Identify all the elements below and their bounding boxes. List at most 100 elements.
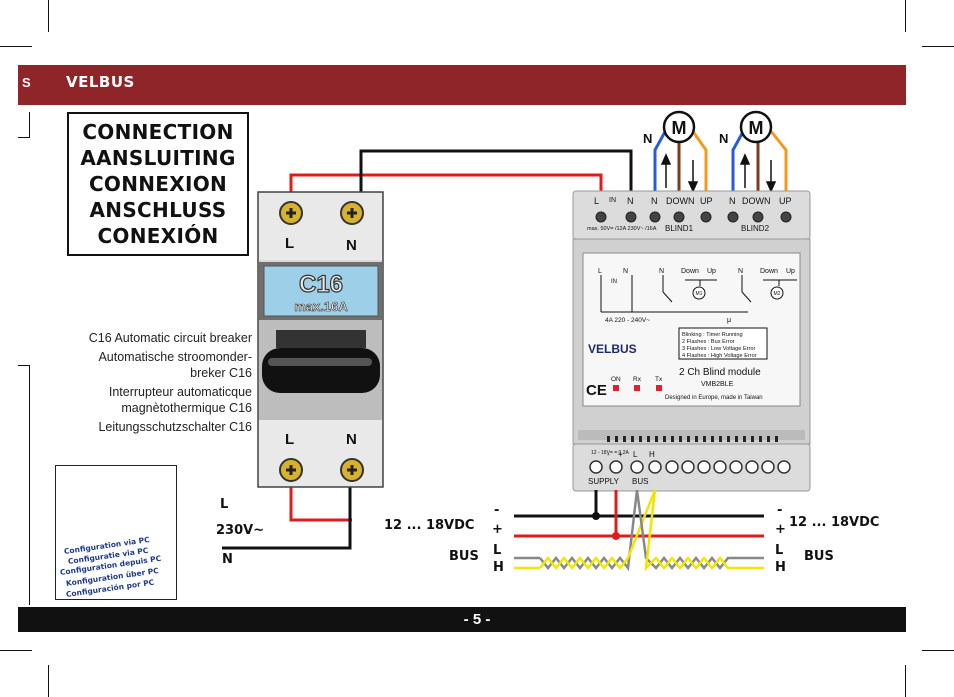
module-info-line-3: 3 Flashes : Low Voltage Error — [682, 346, 756, 352]
bus-wires — [514, 489, 764, 572]
bus-right-plus: + — [775, 522, 786, 537]
module-info-box — [678, 327, 768, 360]
bus-left-minus: - — [494, 503, 500, 518]
title-connection-fr: CONNEXION — [88, 172, 228, 196]
schema-down2: Down — [760, 268, 778, 275]
schema-up2: Up — [786, 268, 795, 275]
breaker-caption-en: C16 Automatic circuit breaker — [88, 331, 252, 345]
schema-up1: Up — [707, 268, 716, 275]
breaker-caption-de: Leitungsschutzschalter C16 — [98, 420, 252, 434]
module-ce-mark: CE — [586, 382, 607, 399]
title-connection-en: CONNECTION — [82, 120, 234, 144]
module-bus-label: BUS — [632, 477, 648, 486]
page-edge-bracket — [18, 112, 30, 138]
module-term-n1: N — [651, 196, 658, 206]
module-supply-plus: + — [618, 450, 623, 459]
bus-left-label: BUS — [449, 549, 479, 564]
module-info-line-4: 4 Flashes : High Voltage Error — [682, 353, 757, 359]
breaker-captions: C16 Automatic circuit breaker Automatisc… — [60, 330, 252, 438]
crop-mark — [0, 46, 32, 47]
module-supply-minus: - — [607, 450, 610, 459]
breaker-top-l: L — [285, 235, 294, 252]
crop-mark — [905, 665, 906, 697]
mains-voltage-label: 230V~ — [216, 523, 265, 538]
module-info-line-1: Blinking : Timer Running — [682, 332, 743, 338]
schema-n2: N — [738, 268, 743, 275]
module-model: VMB2BLE — [701, 381, 734, 388]
bus-left-l: L — [493, 543, 502, 558]
motor-1 — [662, 110, 696, 144]
module-vents — [607, 436, 778, 442]
module-term-up1: UP — [700, 196, 713, 206]
breaker-bottom-n: N — [346, 431, 357, 448]
module-led-on: ON — [611, 376, 621, 383]
module-m2-symbol — [770, 286, 784, 300]
breaker-bottom-l: L — [285, 431, 294, 448]
module-bus-l: L — [633, 450, 638, 459]
motor-2-neutral: N — [719, 131, 728, 146]
crop-mark — [922, 46, 954, 47]
bus-right-minus: - — [777, 503, 783, 518]
breaker-rating-sub: max.16A — [294, 299, 348, 314]
schema-l: L — [598, 268, 602, 275]
schema-in: IN — [611, 279, 617, 285]
circuit-breaker — [257, 191, 384, 488]
module-led-tx: Tx — [655, 376, 663, 383]
mains-l-label: L — [220, 497, 229, 512]
header-cut-text: S — [22, 75, 31, 90]
mains-n-label: N — [222, 552, 233, 567]
module-logo: VELBUS — [588, 342, 637, 356]
module-blind2: BLIND2 — [741, 224, 770, 233]
bus-left-h: H — [493, 560, 504, 575]
breaker-caption-nl: Automatische stroomonder-breker C16 — [98, 350, 252, 380]
page-number: - 5 - — [463, 611, 491, 628]
bus-right-label: BUS — [804, 549, 834, 564]
motor-1-neutral: N — [643, 131, 652, 146]
module-leds — [613, 385, 662, 391]
footer-bar — [18, 607, 906, 632]
breaker-rating: C16 — [299, 271, 343, 298]
schema-n1: N — [659, 268, 664, 275]
title-connection-de: ANSCHLUSS — [89, 198, 227, 222]
module-term-n: N — [627, 196, 634, 206]
module-info-line-2: 2 Flashes : Bus Error — [682, 339, 735, 345]
module-term-down1: DOWN — [666, 196, 695, 206]
bus-right-voltage: 12 ... 18VDC — [789, 515, 880, 530]
module-blind1: BLIND1 — [665, 224, 694, 233]
motor-2-label: M — [749, 118, 764, 138]
breaker-caption-fr: Interrupteur automaticque magnètothermiq… — [108, 385, 252, 415]
schema-n: N — [623, 268, 628, 275]
connection-title-box: CONNECTION AANSLUITING CONNEXION ANSCHLU… — [67, 112, 249, 256]
module-term-l: L — [594, 196, 599, 206]
title-connection-nl: AANSLUITING — [80, 146, 236, 170]
motor-2 — [739, 110, 773, 144]
crop-mark — [922, 650, 954, 651]
bus-left-plus: + — [492, 522, 503, 537]
module-supply-label: SUPPLY — [588, 477, 620, 486]
crop-mark — [905, 0, 906, 32]
motor-1-label: M — [672, 118, 687, 138]
module-m1-symbol — [692, 286, 706, 300]
module-mu: μ — [727, 317, 731, 324]
module-led-rx: Rx — [633, 376, 642, 383]
crop-mark — [0, 650, 32, 651]
velbus-logo: VELBUS — [66, 73, 135, 91]
wire-live-top — [289, 173, 603, 197]
crop-mark — [48, 0, 49, 32]
motor-wires — [653, 129, 788, 197]
title-connection-es: CONEXIÓN — [97, 224, 219, 248]
bus-right-l: L — [775, 543, 784, 558]
module-designed: Designed in Europe, made in Taiwan — [665, 395, 763, 401]
bus-right-h: H — [775, 560, 786, 575]
schema-down1: Down — [681, 268, 699, 275]
module-top-screws — [595, 211, 792, 223]
module-supply-small: 12 - 18V= = 0.2A — [591, 450, 629, 456]
module-term-up2: UP — [779, 196, 792, 206]
blind-module — [572, 190, 811, 492]
module-term-n2: N — [729, 196, 736, 206]
bus-left-voltage: 12 ... 18VDC — [384, 518, 475, 533]
module-bus-h: H — [649, 450, 655, 459]
header-bar — [18, 65, 906, 105]
module-name: 2 Ch Blind module — [679, 367, 761, 378]
